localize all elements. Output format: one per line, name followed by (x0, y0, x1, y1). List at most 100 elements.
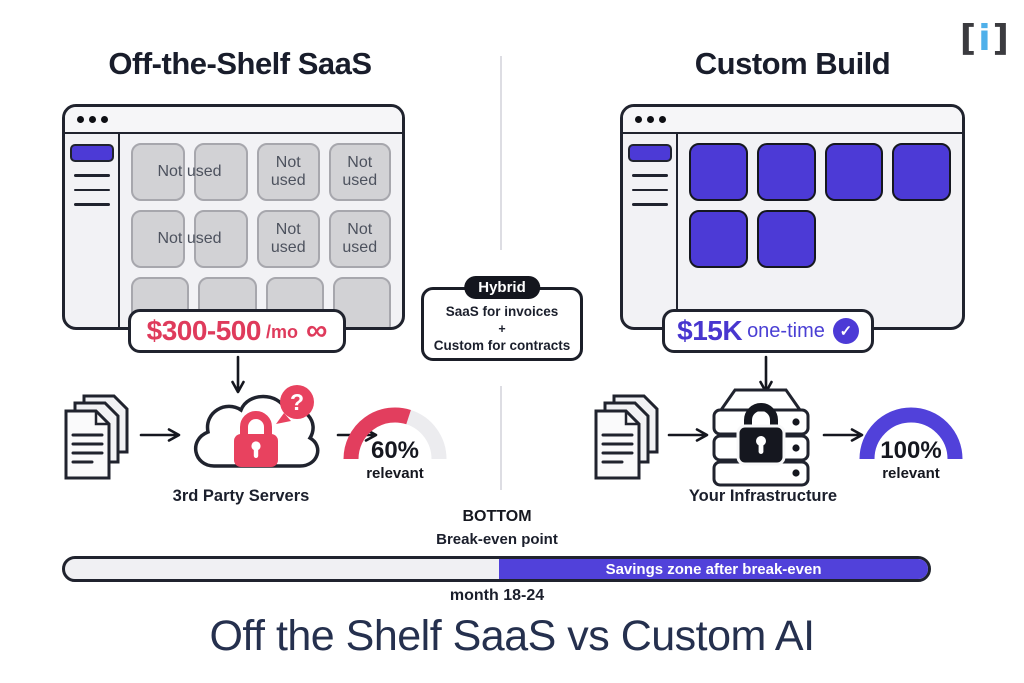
window-dot (647, 116, 654, 123)
feature-tile-unused (332, 277, 391, 327)
feature-tile-active (689, 210, 748, 268)
right-arrow-icon (667, 428, 709, 442)
traffic-dots-icon (635, 116, 666, 123)
saas-server-label: 3rd Party Servers (172, 487, 310, 505)
savings-zone: Savings zone after break-even (499, 559, 928, 579)
gauge-value: 60% (370, 437, 420, 464)
tile-row: Not used Not used Not used (131, 210, 391, 268)
window-dot (659, 116, 666, 123)
custom-column-title: Custom Build (694, 46, 891, 81)
window-dot (89, 116, 96, 123)
unused-tile-pair: Not used (131, 143, 248, 201)
traffic-dots-icon (77, 116, 108, 123)
sidebar-nav-line (73, 203, 110, 206)
feature-tile-unused (131, 143, 185, 201)
custom-price-amount: $15K (677, 315, 743, 346)
tile-row (689, 210, 951, 268)
documents-icon (64, 394, 129, 480)
server-stack-icon (712, 388, 810, 487)
brand-logo: [i] (960, 18, 1010, 59)
feature-tile-active (689, 143, 748, 201)
question-mark: ? (290, 389, 304, 415)
unused-label: Not used (157, 163, 222, 180)
down-arrow-icon (231, 355, 245, 394)
cloud-server-icon: ? (193, 385, 320, 468)
window-titlebar (623, 107, 962, 134)
feature-tile-unused: Not used (328, 210, 391, 268)
feature-tile-unused: Not used (257, 143, 320, 201)
hybrid-option-card: Hybrid SaaS for invoices + Custom for co… (421, 276, 583, 361)
hybrid-description: SaaS for invoices + Custom for contracts (424, 290, 580, 354)
break-even-label: Break-even point (436, 531, 558, 548)
tile-row (689, 143, 951, 201)
hybrid-plus: + (498, 321, 506, 336)
saas-price-unit: /mo (265, 322, 298, 342)
feature-tile-active (824, 143, 884, 201)
window-dot (635, 116, 642, 123)
feature-tile-unused: Not used (328, 143, 391, 201)
check-icon: ✓ (832, 318, 859, 344)
sidebar-nav-line (631, 188, 668, 191)
saas-feature-grid: Not used Not used Not used Not used Not … (120, 134, 402, 327)
window-dot (101, 116, 108, 123)
gauge-arc (343, 407, 447, 460)
window-dot (77, 116, 84, 123)
unused-label: Not used (157, 230, 222, 247)
question-bubble-icon (280, 385, 314, 419)
logo-letter-i-icon: i (978, 18, 992, 59)
center-divider-top (500, 56, 502, 250)
window-body: Not used Not used Not used Not used Not … (65, 134, 402, 327)
tile-row: Not used Not used Not used (131, 143, 391, 201)
unused-tile-pair: Not used (131, 210, 248, 268)
saas-browser-window: Not used Not used Not used Not used Not … (62, 104, 405, 330)
gauge-value: 100% (880, 437, 942, 464)
logo-bracket-left-icon: [ (959, 18, 978, 59)
saas-price-amount: $300-500 (146, 315, 262, 346)
sidebar-active-pill (69, 144, 114, 162)
feature-tile-active (892, 143, 951, 201)
page-title: Off the Shelf SaaS vs Custom AI (209, 612, 815, 660)
feature-tile-unused (131, 210, 185, 268)
lock-icon (234, 411, 278, 467)
infinity-icon: ∞ (305, 314, 328, 347)
month-label: month 18-24 (449, 587, 545, 604)
saas-column-title: Off-the-Shelf SaaS (108, 46, 372, 81)
unused-label: Not used (342, 154, 378, 189)
window-body (623, 134, 962, 327)
gauge-caption: relevant (882, 465, 940, 482)
custom-relevance-gauge: 100% relevant (858, 406, 964, 482)
documents-icon (594, 394, 659, 480)
feature-tile-unused (194, 210, 248, 268)
hybrid-badge: Hybrid (464, 276, 540, 299)
custom-price-badge: $15K one-time ✓ (662, 309, 874, 353)
sidebar-nav-line (631, 174, 668, 177)
custom-server-label: Your Infrastructure (688, 487, 838, 505)
bottom-heading: BOTTOM (462, 508, 532, 525)
center-divider-bottom (500, 386, 502, 490)
gauge-caption: relevant (366, 465, 424, 482)
window-sidebar (623, 134, 678, 327)
right-arrow-icon (822, 428, 864, 442)
unused-label: Not used (270, 221, 306, 256)
saas-price-badge: $300-500 /mo ∞ (128, 309, 346, 353)
right-arrow-icon (139, 428, 181, 442)
savings-zone-label: Savings zone after break-even (605, 560, 822, 578)
feature-tile-active (756, 143, 816, 201)
gauge-arc (859, 407, 963, 460)
window-titlebar (65, 107, 402, 134)
feature-tile-unused (194, 143, 248, 201)
break-even-progress-bar: Savings zone after break-even (62, 556, 931, 582)
feature-tile-unused: Not used (257, 210, 320, 268)
unused-label: Not used (342, 221, 378, 256)
unused-label: Not used (270, 154, 306, 189)
sidebar-nav-line (73, 188, 110, 191)
logo-bracket-right-icon: ] (992, 18, 1010, 59)
sidebar-nav-line (631, 203, 668, 206)
custom-price-unit: one-time (747, 319, 825, 342)
window-sidebar (65, 134, 120, 327)
custom-browser-window (620, 104, 965, 330)
lock-icon (736, 403, 786, 466)
feature-tile-active (756, 210, 816, 268)
sidebar-nav-line (73, 174, 110, 177)
